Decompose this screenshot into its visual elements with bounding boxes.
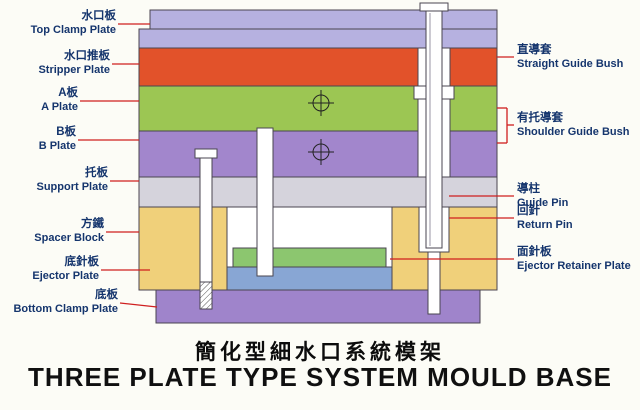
puller-bolt-head <box>194 148 218 159</box>
label-stripper-plate: 水口推板 Stripper Plate <box>38 50 110 77</box>
guide-pin <box>425 10 443 249</box>
label-cn: 底板 <box>95 289 118 301</box>
plate-ejector <box>226 266 393 291</box>
label-en: Support Plate <box>36 180 108 193</box>
label-cn: A板 <box>58 87 78 99</box>
label-straight-guide-bush: 直導套 Straight Guide Bush <box>517 44 623 71</box>
label-ejector-plate: 底針板 Ejector Plate <box>32 256 99 283</box>
guide-pin-cap <box>419 2 449 12</box>
label-en: Shoulder Guide Bush <box>517 125 630 138</box>
label-cn: 面針板 <box>517 246 552 258</box>
plate-ejector-retainer <box>232 247 387 268</box>
plate-support <box>138 176 498 208</box>
plate-top-clamp-upper <box>149 9 498 30</box>
label-cn: 有托導套 <box>517 112 563 124</box>
label-en: Ejector Plate <box>32 269 99 282</box>
screw-hole-icon <box>308 139 334 165</box>
label-top-clamp-plate: 水口板 Top Clamp Plate <box>31 10 116 37</box>
label-en: Guide Pin <box>517 196 569 209</box>
title-english: THREE PLATE TYPE SYSTEM MOULD BASE <box>28 362 612 392</box>
label-cn: 直導套 <box>517 44 552 56</box>
label-cn: 水口板 <box>81 10 117 22</box>
label-b-plate: B板 B Plate <box>39 126 76 153</box>
label-cn: 托板 <box>85 167 108 179</box>
label-a-plate: A板 A Plate <box>41 87 78 114</box>
puller-bolt-thread <box>199 281 213 310</box>
label-support-plate: 托板 Support Plate <box>36 167 108 194</box>
label-shoulder-guide-bush: 有托導套 Shoulder Guide Bush <box>517 112 629 139</box>
bottom-screw <box>427 251 441 315</box>
label-cn: 回針 <box>517 205 540 217</box>
leader-lines-right <box>390 56 514 260</box>
label-ejector-retainer-plate: 面針板 Ejector Retainer Plate <box>517 246 631 273</box>
label-return-pin: 回針 Return Pin <box>517 205 573 232</box>
label-en: Return Pin <box>517 218 573 231</box>
label-cn: 方鐵 <box>81 218 104 230</box>
plate-top-clamp-lower <box>138 28 498 49</box>
label-en: B Plate <box>38 139 76 152</box>
label-en: A Plate <box>41 100 78 113</box>
screw-hole-icon <box>308 90 334 116</box>
label-en: Bottom Clamp Plate <box>13 302 118 315</box>
label-cn: 水口推板 <box>64 50 110 62</box>
spacer-block-left <box>138 206 228 291</box>
label-bottom-clamp-plate: 底板 Bottom Clamp Plate <box>13 289 118 316</box>
label-en: Stripper Plate <box>38 63 110 76</box>
label-en: Straight Guide Bush <box>517 57 624 70</box>
title-chinese: 簡化型細水口系統模架 <box>195 341 445 364</box>
label-spacer-block: 方鐵 Spacer Block <box>34 218 104 245</box>
ejector-guide-pin <box>256 127 274 277</box>
label-guide-pin: 導柱 Guide Pin <box>517 183 568 210</box>
label-en: Top Clamp Plate <box>30 23 116 36</box>
label-cn: 底針板 <box>64 256 100 268</box>
label-cn: 導柱 <box>517 183 540 195</box>
label-en: Ejector Retainer Plate <box>517 259 631 272</box>
leader-lines-left <box>78 23 158 308</box>
label-en: Spacer Block <box>34 231 104 244</box>
label-cn: B板 <box>56 126 76 138</box>
